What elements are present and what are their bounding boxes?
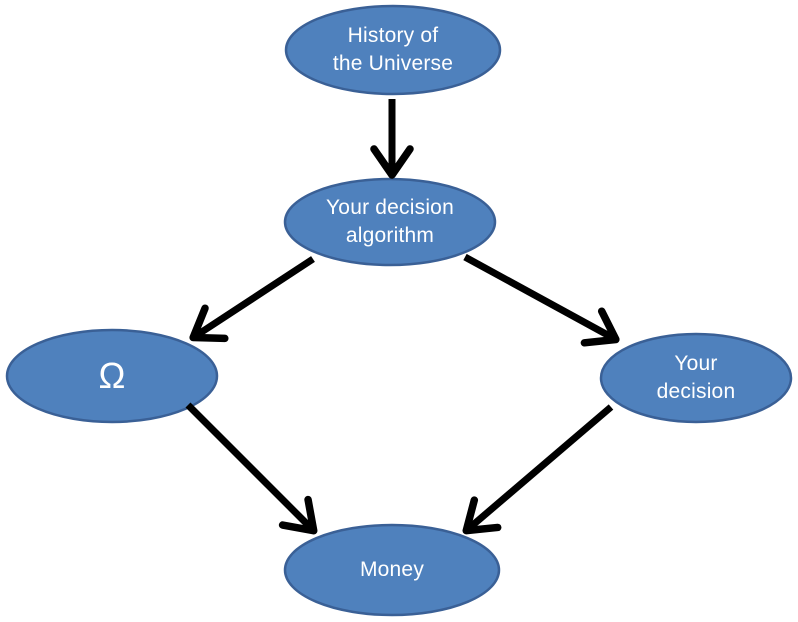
node-algorithm-ellipse (283, 177, 497, 267)
node-money-ellipse (283, 523, 501, 617)
edge-algorithm-to-decision (463, 253, 620, 347)
node-omega-ellipse (5, 328, 219, 424)
edge-omega-to-money (185, 402, 318, 535)
edge-decision-to-money (462, 404, 614, 535)
node-history-ellipse (284, 4, 502, 96)
node-decision-ellipse (599, 332, 793, 424)
edge-algorithm-to-omega (189, 256, 315, 343)
